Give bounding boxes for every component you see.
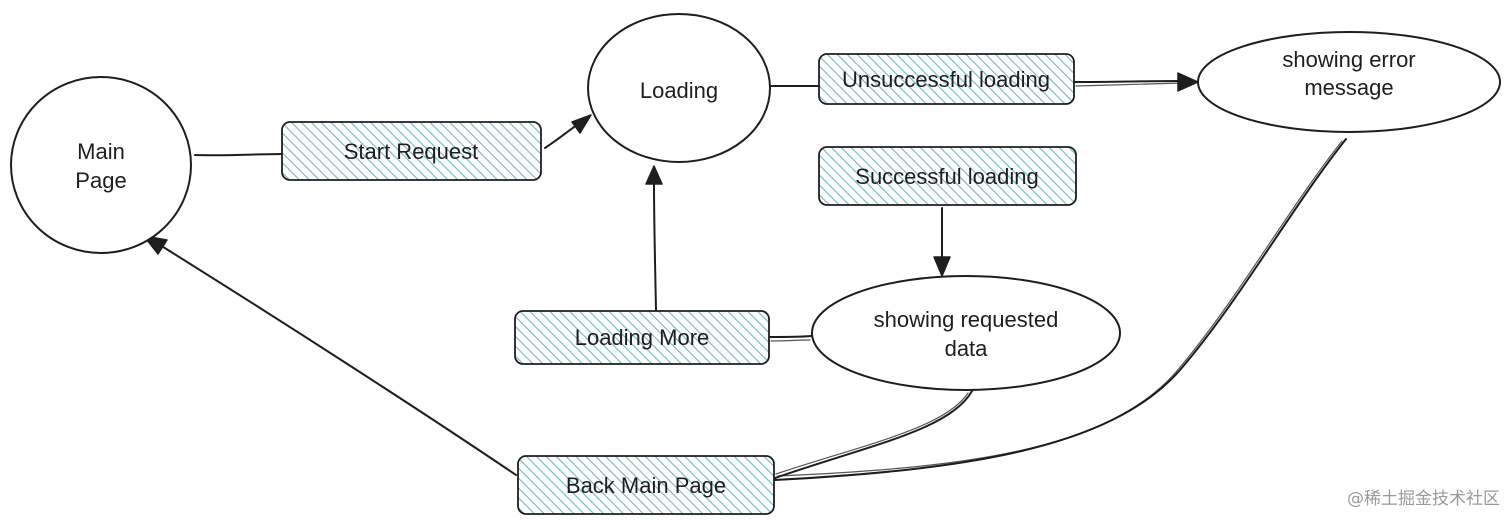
edge-error-to-back (774, 138, 1347, 481)
transition-unsuccessful-loading: Unsuccessful loading (818, 53, 1075, 105)
transition-loading-more-label: Loading More (575, 325, 710, 350)
transition-start-request-label: Start Request (344, 139, 479, 164)
edge-requested-to-back-sketch (775, 392, 969, 475)
node-requested-data: showing requested data (811, 275, 1121, 391)
edge-unsuccessful-to-error-sketch (1075, 82, 1183, 87)
node-main-page-label-line2: Page (75, 168, 126, 193)
arrowhead-to-error (1177, 72, 1199, 92)
edge-requested-to-loading-more-sketch (770, 339, 811, 342)
node-requested-data-label-line2: data (945, 336, 989, 361)
edge-back-to-main (159, 244, 517, 476)
transition-back-main-page: Back Main Page (517, 455, 775, 515)
edge-main-to-start-request (194, 153, 285, 157)
node-main-page: Main Page (10, 76, 192, 254)
transition-start-request: Start Request (281, 121, 542, 181)
arrowhead-to-loading (571, 114, 592, 134)
node-loading-label: Loading (640, 78, 718, 103)
node-error-message-label-line2: message (1304, 75, 1393, 100)
node-requested-data-label-line1: showing requested (874, 307, 1059, 332)
node-error-message: showing error message (1197, 31, 1501, 133)
edge-error-to-back-sketch (777, 140, 1343, 477)
node-loading: Loading (587, 13, 771, 163)
arrowhead-to-requested (933, 256, 951, 277)
edge-requested-to-back (774, 390, 973, 479)
transition-back-main-page-label: Back Main Page (566, 473, 726, 498)
edge-requested-to-loading-more (769, 335, 812, 338)
watermark-text: @稀土掘金技术社区 (1347, 489, 1500, 509)
node-main-page-label-line1: Main (77, 139, 125, 164)
transition-loading-more: Loading More (514, 310, 770, 365)
node-error-message-label-line1: showing error (1282, 47, 1415, 72)
transition-unsuccessful-loading-label: Unsuccessful loading (842, 67, 1050, 92)
arrowhead-to-main (143, 235, 168, 255)
transition-successful-loading: Successful loading (818, 146, 1077, 206)
transition-successful-loading-label: Successful loading (855, 164, 1038, 189)
edge-loading-more-to-loading (653, 183, 657, 311)
arrowhead-loading-more-to-loading (645, 165, 663, 185)
edge-unsuccessful-to-error (1074, 80, 1181, 83)
